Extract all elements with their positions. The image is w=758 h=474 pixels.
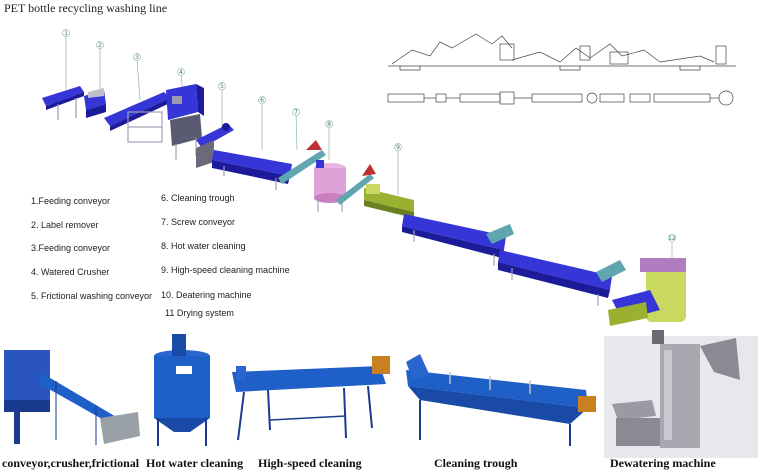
side-elevation-schematic xyxy=(388,33,736,71)
callout-2: 2 xyxy=(98,42,102,49)
callout-12: 12 xyxy=(668,235,676,242)
photo-high-speed-cleaning xyxy=(232,356,390,441)
legend-item-6: 6. Cleaning trough xyxy=(161,193,235,203)
long-cleaning-trough xyxy=(402,214,514,266)
legend-item-1: 1.Feeding conveyor xyxy=(31,196,111,206)
high-speed-cleaning-machine xyxy=(364,184,414,218)
page-title: PET bottle recycling washing line xyxy=(4,1,168,15)
legend-item-7: 7. Screw conveyor xyxy=(161,217,236,227)
callout-4: 4 xyxy=(179,69,183,76)
legend-item-10: 10. Deatering machine xyxy=(161,290,252,300)
legend-item-3: 3.Feeding conveyor xyxy=(31,243,111,253)
screw-conveyor xyxy=(278,140,326,184)
callout-numbers: 1 2 3 4 5 6 7 8 9 12 xyxy=(64,30,676,242)
cleaning-trough-diagram xyxy=(212,150,292,190)
callout-8: 8 xyxy=(327,121,331,128)
feeding-conveyor-1 xyxy=(42,86,84,120)
plan-view-schematic xyxy=(387,90,734,106)
second-cleaning-trough xyxy=(498,250,626,306)
legend-item-9: 9. High-speed cleaning machine xyxy=(161,265,290,275)
callout-circles xyxy=(62,29,676,242)
legend-item-2: 2. Label remover xyxy=(31,220,99,230)
callout-6: 6 xyxy=(260,97,264,104)
watered-crusher xyxy=(166,84,204,160)
legend-item-5: 5. Frictional washing conveyor xyxy=(31,291,153,301)
caption-dewatering: Dewatering machine xyxy=(610,456,716,470)
callout-9: 9 xyxy=(396,144,400,151)
photo-dewatering-machine xyxy=(604,330,758,458)
photo-hot-water-tank xyxy=(154,334,210,446)
callout-1: 1 xyxy=(64,30,68,37)
screw-conveyor-2 xyxy=(336,164,376,205)
callout-3: 3 xyxy=(135,54,139,61)
frictional-washing-conveyor xyxy=(196,123,234,168)
label-remover xyxy=(84,88,106,118)
callout-5: 5 xyxy=(220,83,224,90)
caption-high-speed: High-speed cleaning xyxy=(258,456,362,470)
caption-hot-water: Hot water cleaning xyxy=(146,456,244,470)
photo-cleaning-trough xyxy=(406,354,596,446)
feeding-conveyor-3 xyxy=(104,92,170,143)
legend-item-4: 4. Watered Crusher xyxy=(31,267,110,277)
dewatering-dryer xyxy=(608,258,686,326)
caption-conveyor-crusher: conveyor,crusher,frictional xyxy=(2,456,140,470)
legend-item-11: 11 Drying system xyxy=(165,308,234,318)
caption-cleaning-trough: Cleaning trough xyxy=(434,456,518,470)
photo-conveyor-crusher xyxy=(4,350,140,445)
legend-item-8: 8. Hot water cleaning xyxy=(161,241,246,251)
callout-7: 7 xyxy=(294,109,298,116)
